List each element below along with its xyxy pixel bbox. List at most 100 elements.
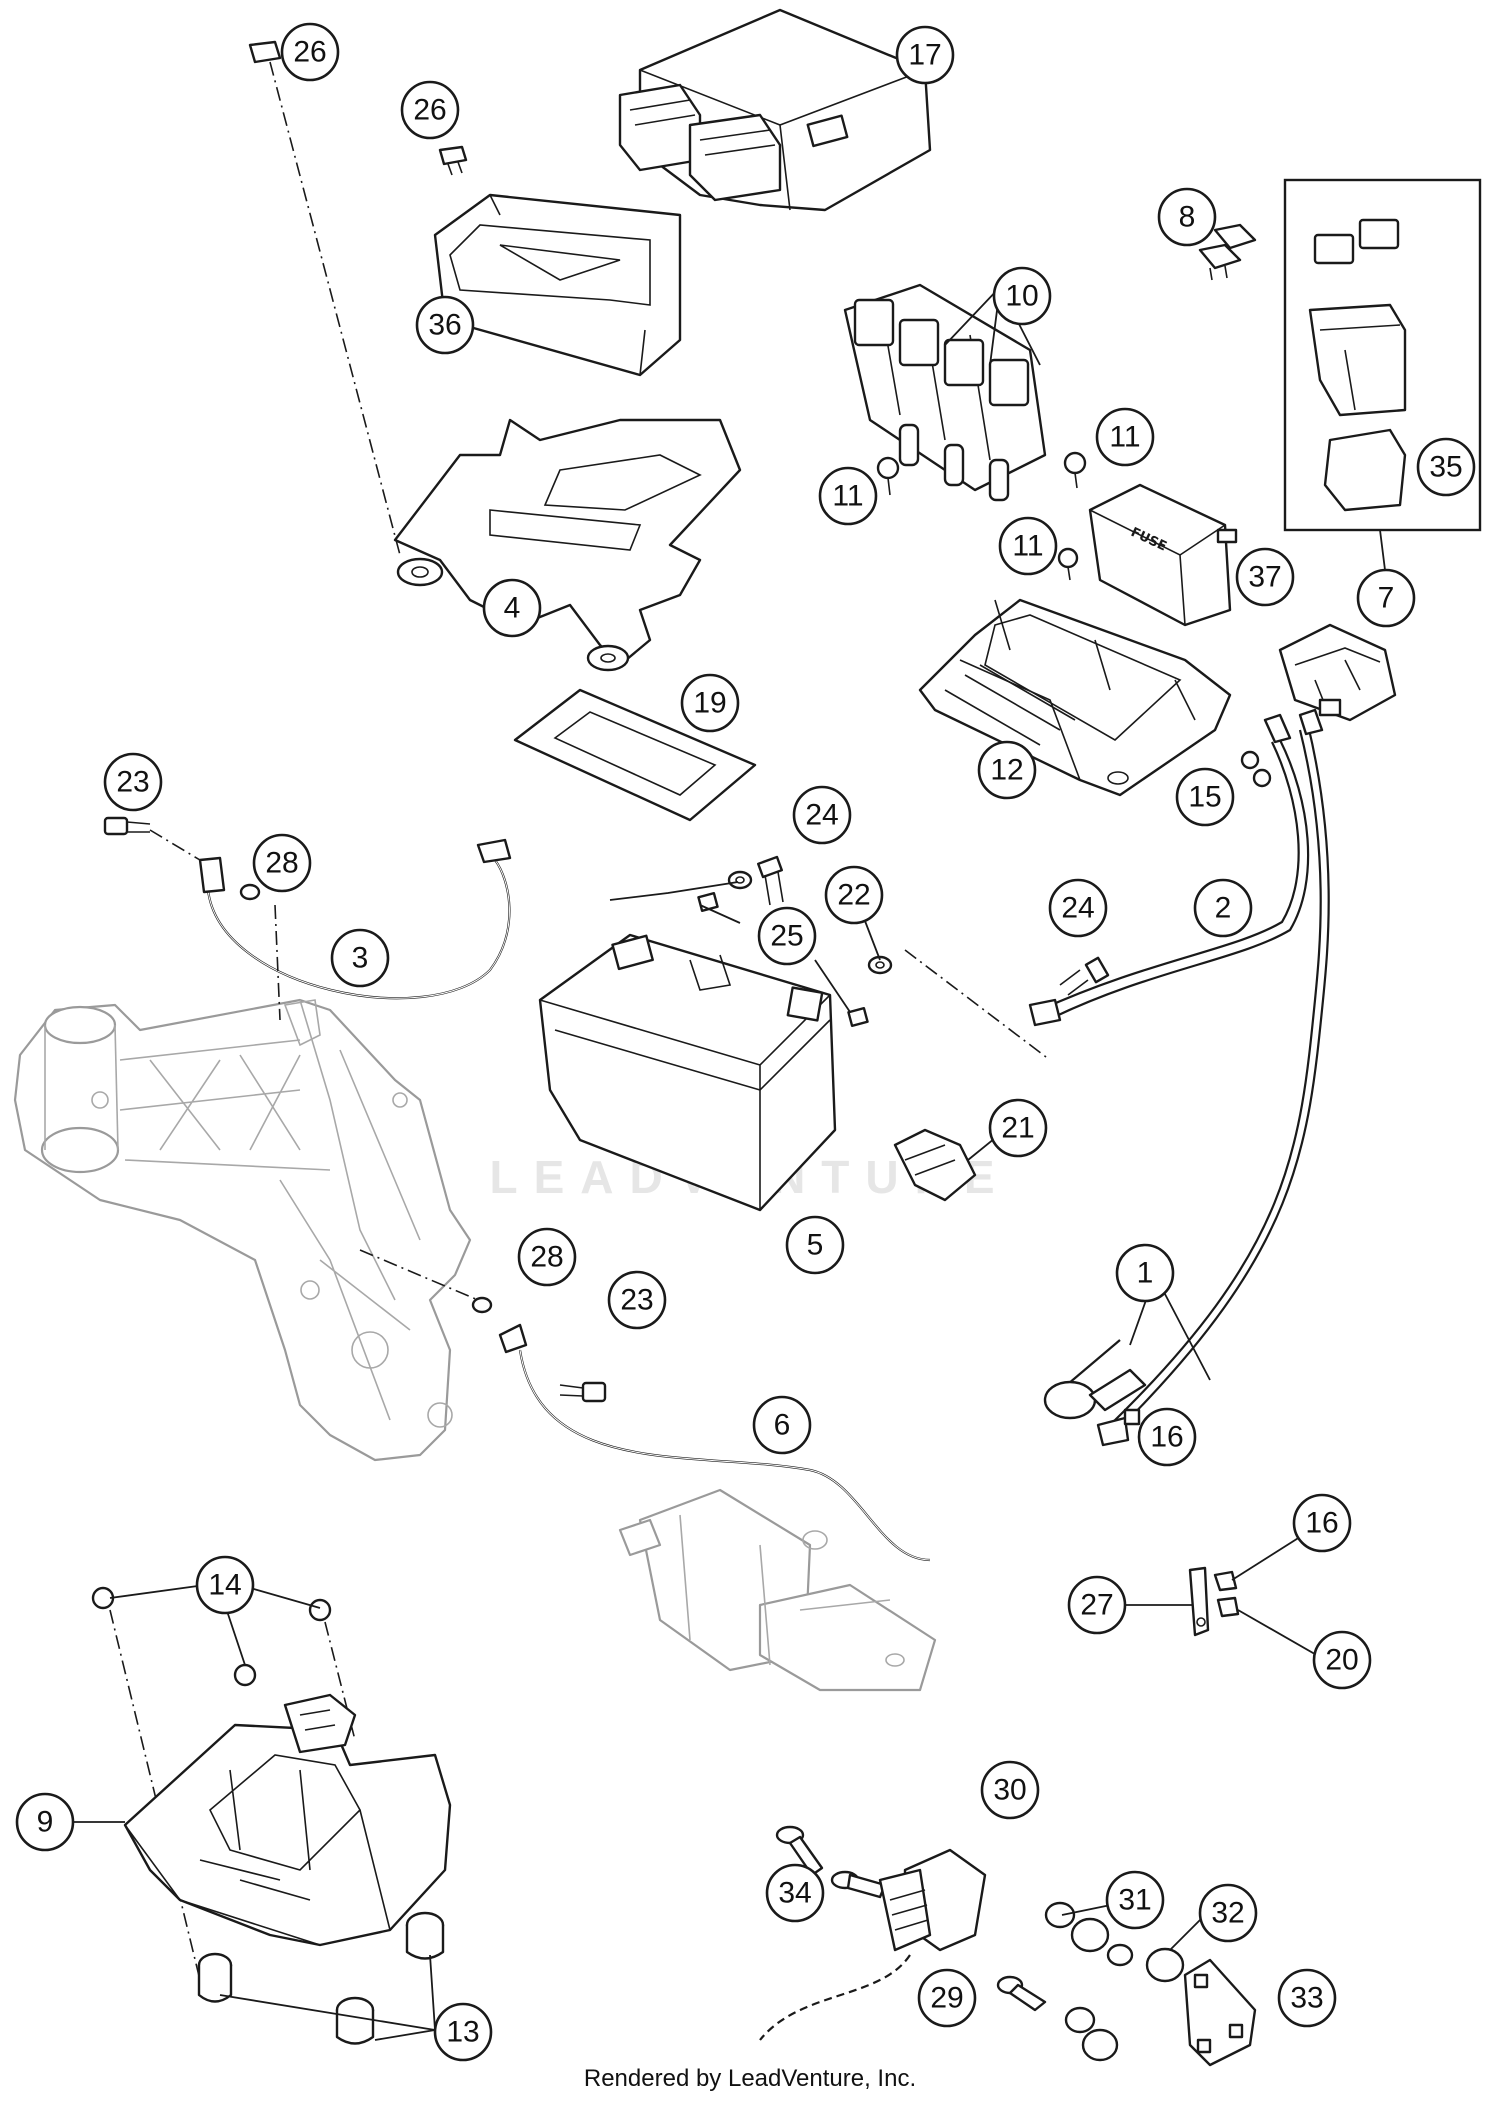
callout-3-text: 3 — [352, 942, 369, 975]
callout-1: 1 — [1115, 1243, 1175, 1303]
callout-28a: 28 — [252, 833, 312, 893]
part-6-cable — [498, 1323, 931, 1562]
callout-3: 3 — [330, 928, 390, 988]
callout-6: 6 — [752, 1395, 812, 1455]
part-22-washers — [727, 870, 893, 975]
dash-22-to-cable — [904, 949, 1051, 1061]
part-24-bolt-a — [757, 855, 784, 906]
callout-31-text: 31 — [1118, 1884, 1151, 1917]
callout-35-text: 35 — [1429, 451, 1462, 484]
part-9-battery-box — [123, 1693, 452, 1947]
part-31-cap — [1044, 1901, 1076, 1929]
callout-31: 31 — [1105, 1870, 1165, 1930]
callout-16a-text: 16 — [1150, 1421, 1183, 1454]
part-1-cable — [1043, 708, 1330, 1447]
part-15-screws — [1240, 750, 1272, 788]
callout-24a: 24 — [792, 785, 852, 845]
callout-21: 21 — [988, 1098, 1048, 1158]
callout-12: 12 — [977, 740, 1037, 800]
callout-24b-text: 24 — [1061, 892, 1094, 925]
callout-33-text: 33 — [1290, 1982, 1323, 2015]
part-28-washer-a — [239, 883, 261, 901]
frame-drawing — [13, 998, 472, 1462]
callout-24b: 24 — [1048, 878, 1108, 938]
callout-11a-text: 11 — [1109, 421, 1140, 454]
dash-28a-to-frame — [274, 904, 281, 1021]
callout-11c-text: 11 — [1012, 530, 1043, 563]
callout-1-text: 1 — [1137, 1257, 1154, 1290]
part-37-fuse-box: FUSE — [1088, 483, 1238, 627]
part-28-washer-b — [471, 1296, 493, 1314]
footer-credit: Rendered by LeadVenture, Inc. — [583, 2065, 917, 2092]
part-29-bolt — [996, 1975, 1047, 2012]
part-33-bracket — [1183, 1958, 1257, 2067]
callout-6-text: 6 — [774, 1409, 791, 1442]
callout-9-text: 9 — [37, 1806, 54, 1839]
part-24-bolt-b — [1059, 956, 1110, 996]
callout-23a-text: 23 — [116, 766, 149, 799]
callout-35: 35 — [1416, 437, 1476, 497]
callout-21-text: 21 — [1001, 1112, 1034, 1145]
callout-14: 14 — [195, 1555, 255, 1615]
part-5-battery — [538, 933, 837, 1212]
callout-11c: 11 — [998, 516, 1058, 576]
part-36-ecu-bracket — [433, 193, 682, 377]
callout-26a-text: 26 — [293, 36, 326, 69]
dash-14-left — [109, 1609, 201, 1981]
callout-32-text: 32 — [1211, 1897, 1244, 1930]
part-35-relay-kit — [1308, 218, 1407, 512]
callout-20-text: 20 — [1325, 1644, 1358, 1677]
callout-23b: 23 — [607, 1270, 667, 1330]
callout-16b-text: 16 — [1305, 1507, 1338, 1540]
callout-11a: 11 — [1095, 407, 1155, 467]
part-27-ground-plate — [1188, 1566, 1210, 1637]
callout-24a-text: 24 — [805, 799, 838, 832]
callout-15-text: 15 — [1188, 781, 1221, 814]
callout-22-text: 22 — [837, 879, 870, 912]
callout-29: 29 — [917, 1968, 977, 2028]
part-13-rubber-feet — [197, 1911, 445, 2045]
callout-30-text: 30 — [993, 1774, 1026, 1807]
part-23-bolt-a — [103, 816, 151, 836]
callouts: 26 26 17 36 8 10 11 11 — [15, 22, 1476, 2062]
callout-27: 27 — [1067, 1575, 1127, 1635]
callout-4: 4 — [482, 578, 542, 638]
callout-34-text: 34 — [778, 1877, 811, 1910]
part-4-tray-plate — [393, 418, 742, 672]
part-26-screws — [248, 40, 468, 176]
callout-26b: 26 — [400, 80, 460, 140]
part-3-cable — [198, 838, 512, 1000]
callout-11b-text: 11 — [832, 480, 863, 513]
callout-2-text: 2 — [1215, 892, 1232, 925]
callout-23b-text: 23 — [620, 1284, 653, 1317]
callout-36-text: 36 — [428, 309, 461, 342]
callout-32: 32 — [1198, 1883, 1258, 1943]
callout-5: 5 — [785, 1215, 845, 1275]
part-10-relay-block — [843, 283, 1047, 502]
callout-17: 17 — [895, 25, 955, 85]
callout-19-text: 19 — [693, 687, 726, 720]
callout-33: 33 — [1277, 1968, 1337, 2028]
part-11-screws — [876, 451, 1087, 581]
part-16-bolt-b — [1213, 1570, 1238, 1592]
callout-13-text: 13 — [446, 2016, 479, 2049]
part-34-bolts — [775, 1825, 887, 1899]
dash-26-to-4 — [269, 61, 401, 556]
callout-7: 7 — [1356, 568, 1416, 628]
callout-29-text: 29 — [930, 1982, 963, 2015]
part-2-cable — [1028, 713, 1310, 1027]
callout-22: 22 — [824, 865, 884, 925]
part-14-screws — [91, 1586, 332, 1687]
callout-10: 10 — [992, 266, 1052, 326]
part-8-fuses — [1198, 223, 1257, 281]
starter-motor — [618, 1488, 937, 1692]
callout-28a-text: 28 — [265, 847, 298, 880]
callout-23a: 23 — [103, 752, 163, 812]
callout-12-text: 12 — [990, 754, 1023, 787]
callout-4-text: 4 — [504, 592, 521, 625]
callout-2: 2 — [1193, 878, 1253, 938]
callout-37-text: 37 — [1248, 561, 1281, 594]
part-12-fuse-holder — [918, 598, 1232, 797]
callout-11b: 11 — [818, 466, 878, 526]
callout-26b-text: 26 — [413, 94, 446, 127]
